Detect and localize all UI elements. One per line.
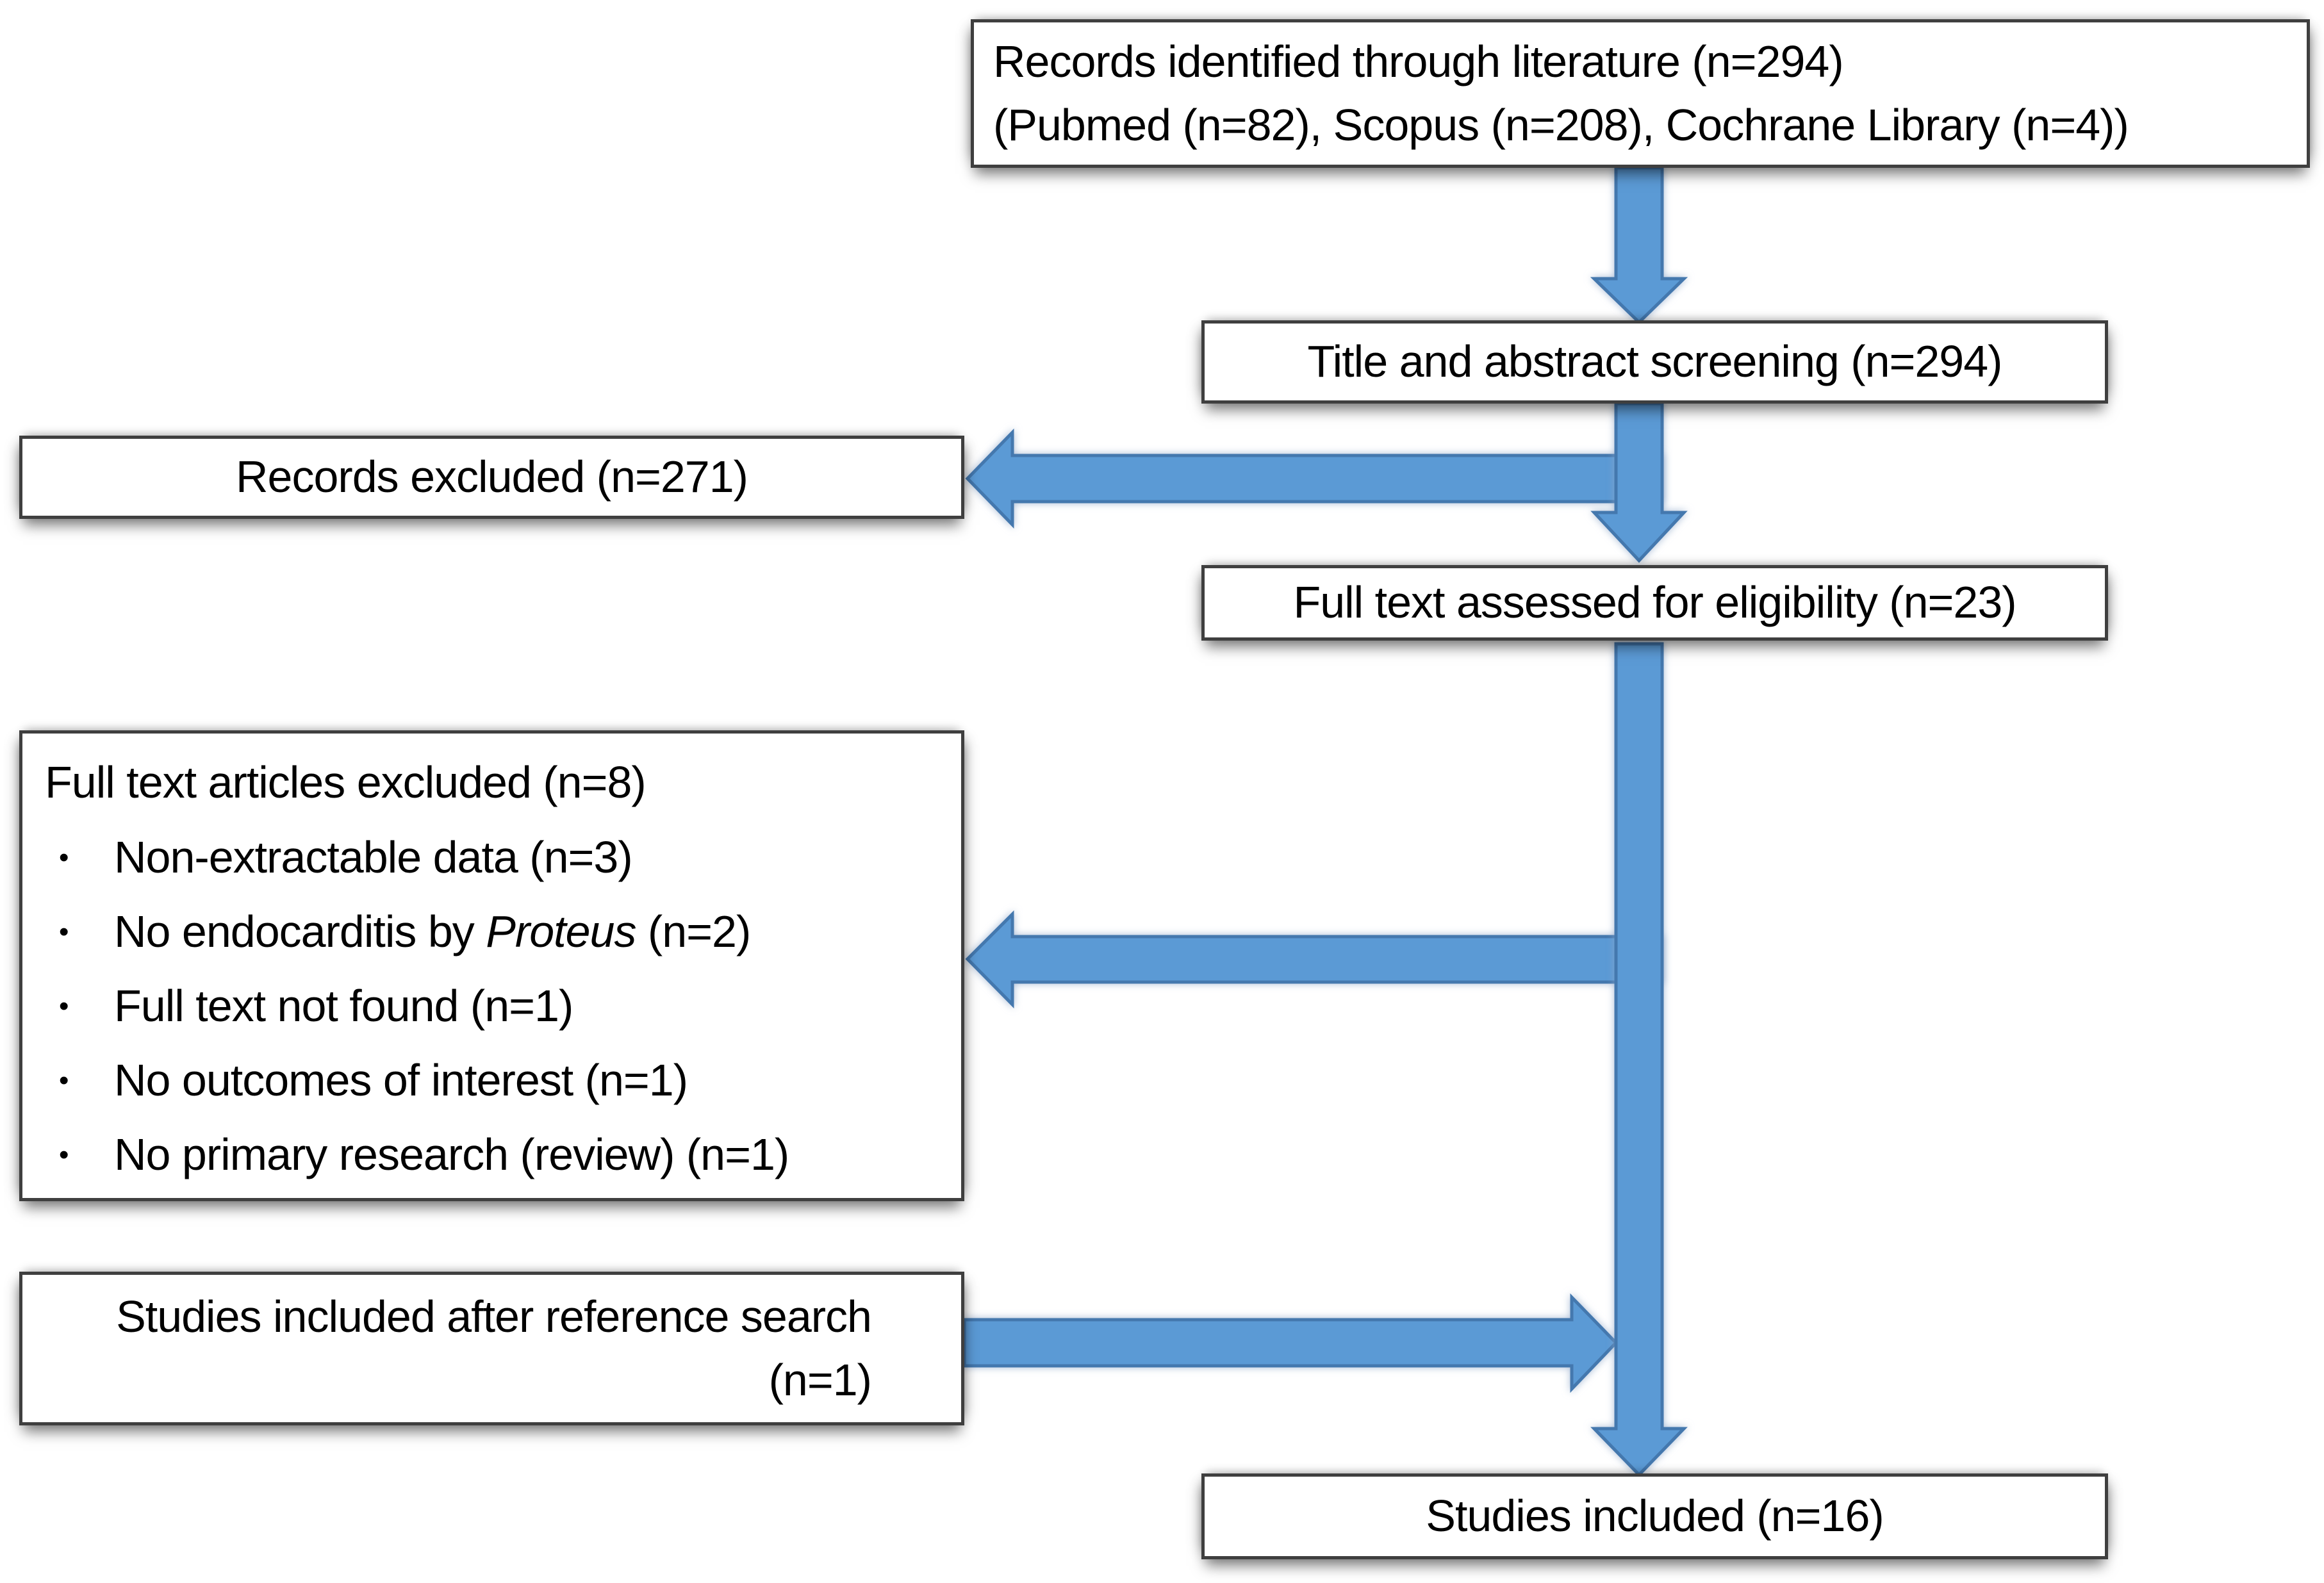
flow-node-fulltext-assessed: Full text assessed for eligibility (n=23… (1201, 565, 2108, 641)
excluded-item-text-suffix: (n=2) (636, 906, 751, 957)
records-identified-line1: Records identified through literature (n… (993, 36, 1844, 86)
reference-search-line1: Studies included after reference search (116, 1291, 872, 1341)
bullet-icon: • (59, 990, 69, 1022)
title-abstract-screening-label: Title and abstract screening (n=294) (1307, 336, 2003, 387)
excluded-item-text: Full text not found (n=1) (114, 981, 573, 1031)
fulltext-excluded-list: • Non-extractable data (n=3) • No endoca… (45, 821, 942, 1192)
bullet-icon: • (59, 915, 69, 947)
studies-included-label: Studies included (n=16) (1426, 1491, 1884, 1541)
excluded-item-fulltext-not-found: • Full text not found (n=1) (45, 969, 942, 1044)
arrow-identified-to-screening (1590, 166, 1688, 325)
arrow-refsearch-to-included (962, 1293, 1619, 1393)
excluded-item-text-italic: Proteus (486, 906, 636, 957)
records-excluded-label: Records excluded (n=271) (236, 452, 748, 502)
arrow-screening-to-records-excluded (965, 428, 1664, 529)
reference-search-line2: (n=1) (768, 1355, 872, 1405)
arrow-fulltext-to-included (1590, 642, 1688, 1477)
bullet-icon: • (59, 1064, 69, 1096)
excluded-item-text: No endocarditis by Proteus (n=2) (114, 900, 751, 964)
excluded-item-no-primary: • No primary research (review) (n=1) (45, 1118, 942, 1192)
excluded-item-text-prefix: No endocarditis by (114, 906, 486, 957)
flow-node-records-identified: Records identified through literature (n… (971, 19, 2310, 168)
flow-node-fulltext-excluded: Full text articles excluded (n=8) • Non-… (19, 730, 964, 1201)
fulltext-assessed-label: Full text assessed for eligibility (n=23… (1293, 577, 2016, 628)
records-identified-line2: (Pubmed (n=82), Scopus (n=208), Cochrane… (993, 100, 2129, 150)
bullet-icon: • (59, 1138, 69, 1170)
fulltext-excluded-title: Full text articles excluded (n=8) (45, 757, 647, 807)
arrow-screening-to-fulltext (1590, 402, 1688, 563)
flow-node-title-abstract-screening: Title and abstract screening (n=294) (1201, 320, 2108, 404)
flow-node-records-excluded: Records excluded (n=271) (19, 436, 964, 519)
excluded-item-no-endocarditis: • No endocarditis by Proteus (n=2) (45, 895, 942, 969)
excluded-item-text: No primary research (review) (n=1) (114, 1129, 789, 1180)
excluded-item-no-outcomes: • No outcomes of interest (n=1) (45, 1044, 942, 1118)
arrow-fulltext-to-excluded (965, 910, 1664, 1009)
excluded-item-text: No outcomes of interest (n=1) (114, 1055, 688, 1106)
flow-node-studies-included: Studies included (n=16) (1201, 1473, 2108, 1559)
excluded-item-non-extractable: • Non-extractable data (n=3) (45, 821, 942, 895)
flow-node-reference-search: Studies included after reference search … (19, 1272, 964, 1425)
bullet-icon: • (59, 841, 69, 873)
excluded-item-text: Non-extractable data (n=3) (114, 832, 633, 883)
